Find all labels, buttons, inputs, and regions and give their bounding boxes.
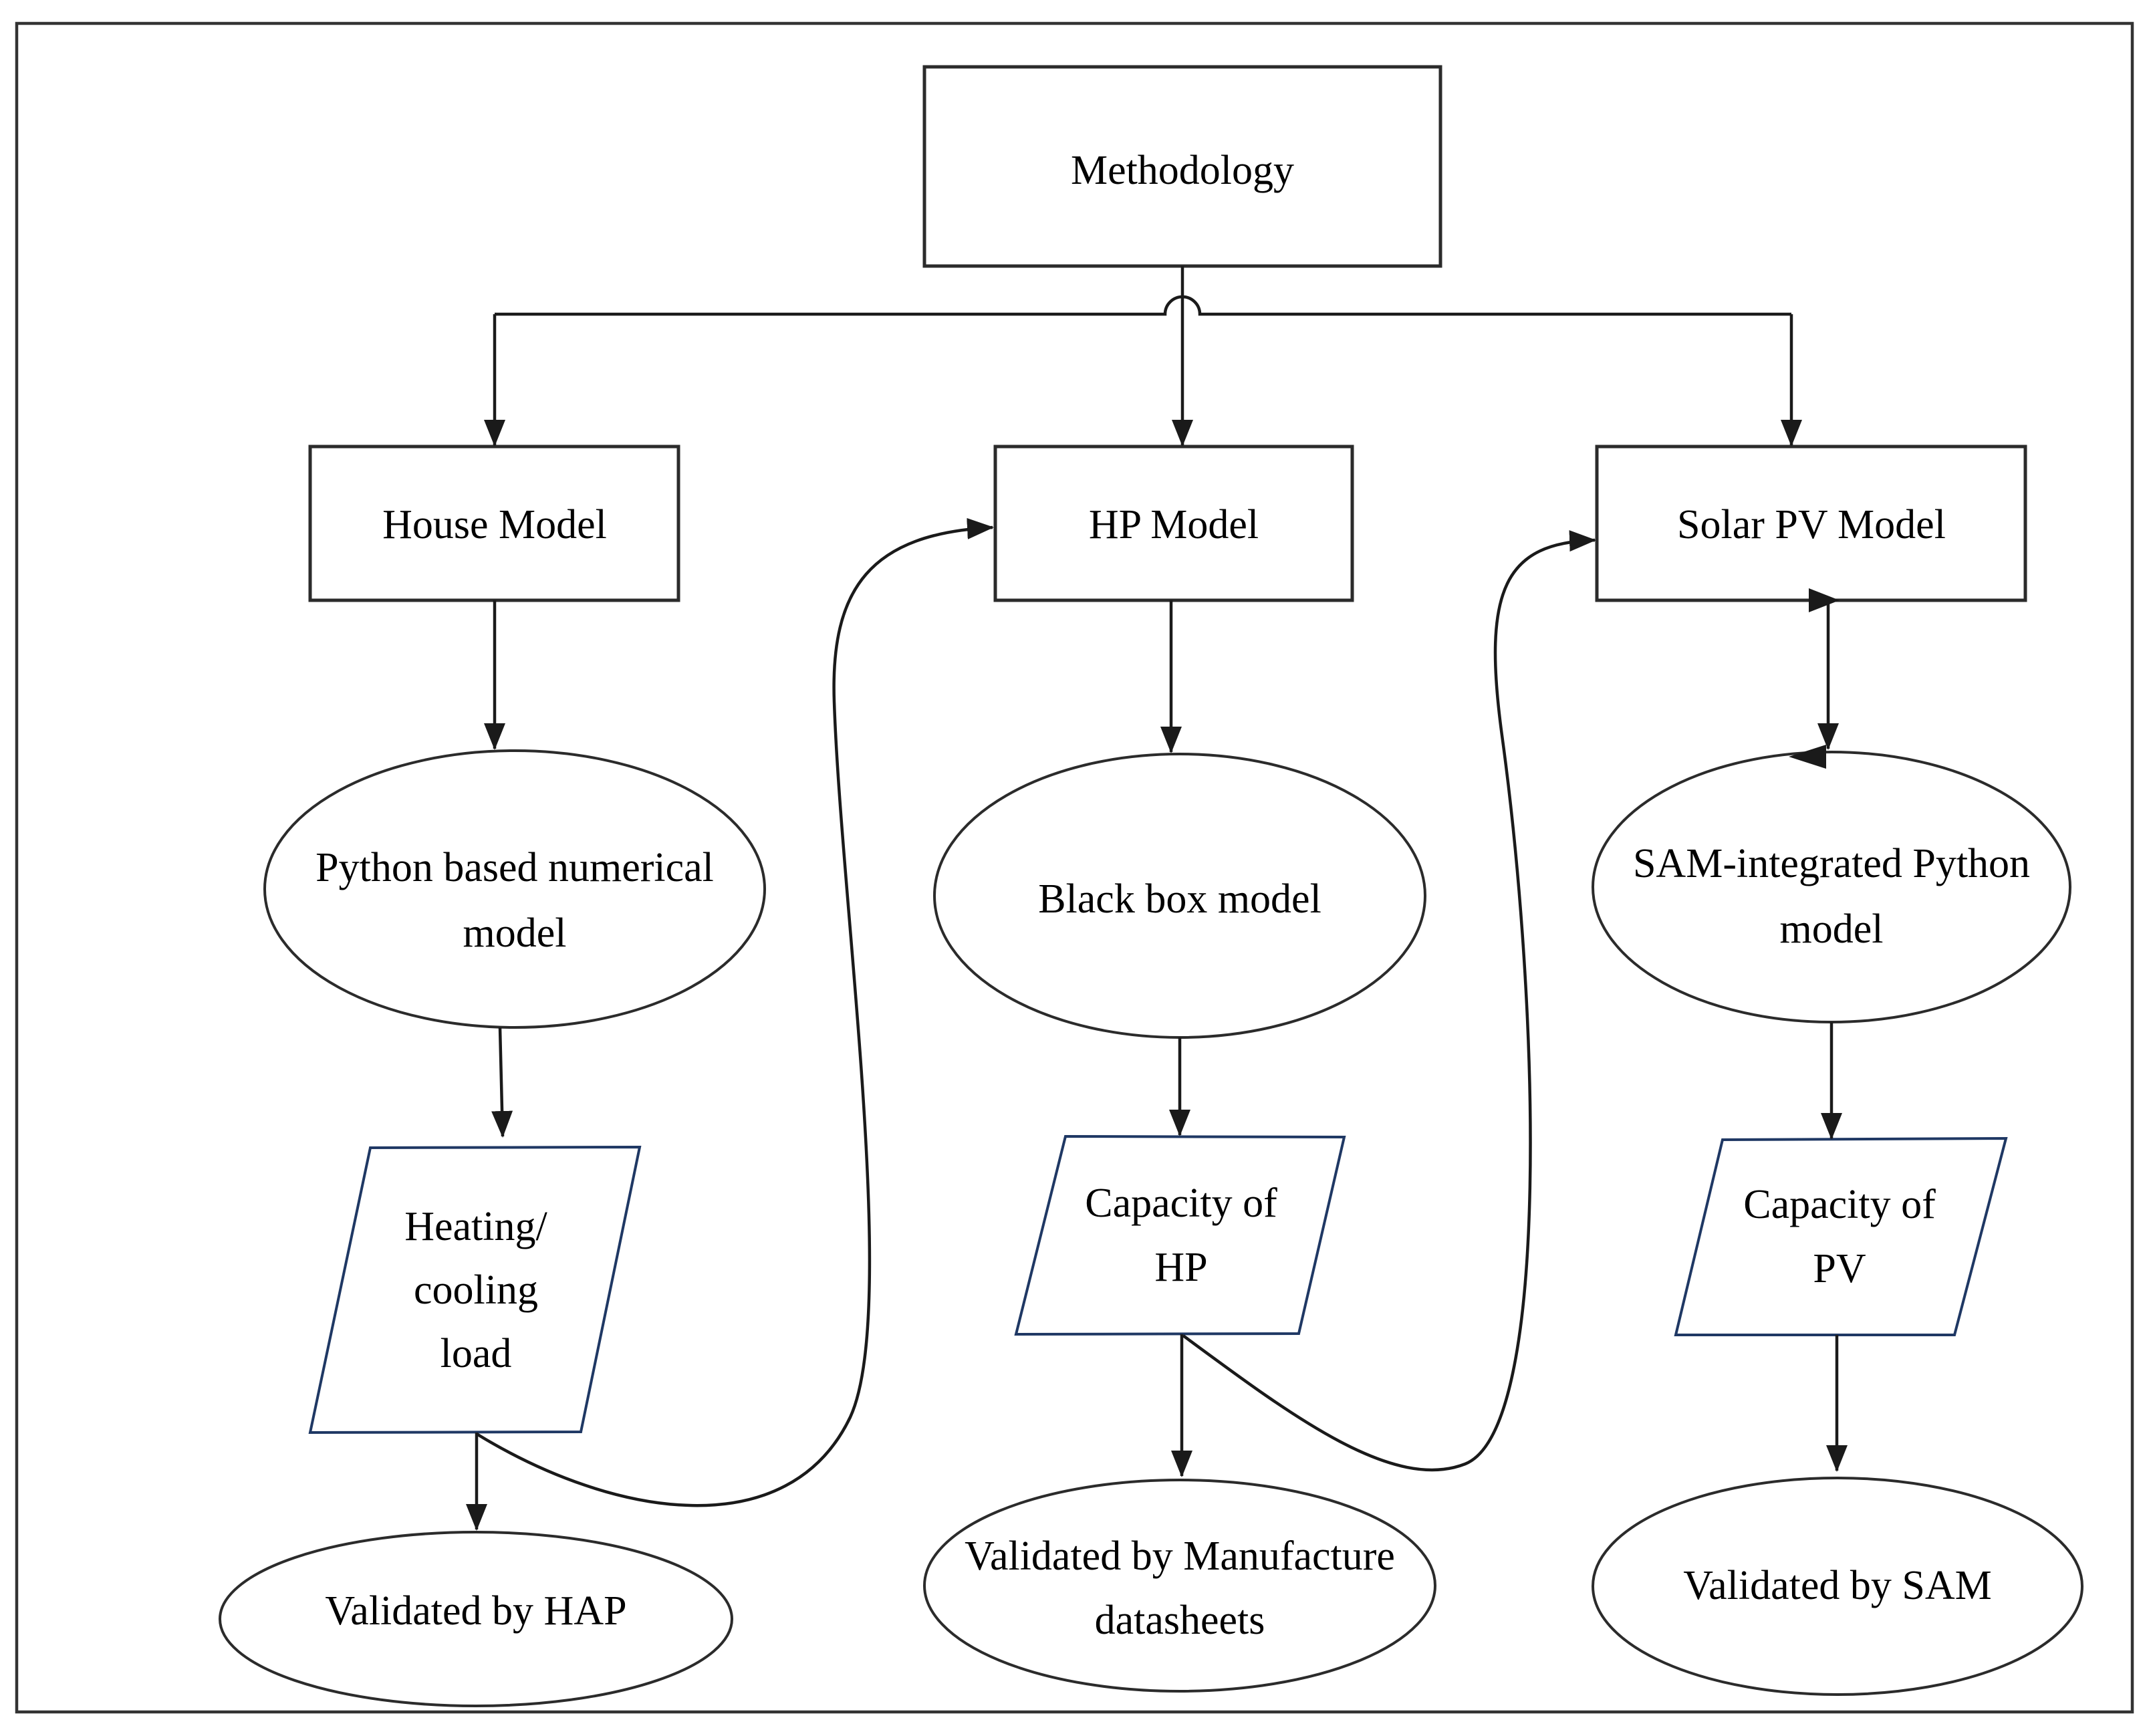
validated-sam-label: Validated by SAM	[1683, 1563, 1992, 1608]
curve-capacityhp-to-solar-model	[1182, 530, 1596, 1472]
validated-manufacture-line1: Validated by Manufacture	[965, 1533, 1395, 1579]
hp-model-box	[993, 445, 1354, 602]
sam-integrated-ellipse	[1592, 751, 2071, 1023]
capacity-hp-line2: HP	[1154, 1245, 1207, 1290]
heating-cooling-parallelogram	[308, 1145, 642, 1435]
house-model-box	[308, 445, 680, 602]
curve-load-to-hp-model	[475, 517, 994, 1507]
solar-pv-model-label: Solar PV Model	[1677, 502, 1946, 547]
node-python-numerical-model: Python based numerical model	[263, 749, 766, 1029]
capacity-pv-line1: Capacity of	[1743, 1182, 1936, 1227]
node-validated-by-hap: Validated by HAP	[219, 1531, 733, 1707]
validated-hap-ellipse	[219, 1531, 733, 1707]
validated-manufacture-line2: datasheets	[1095, 1598, 1265, 1643]
branch-line	[495, 295, 1791, 316]
heating-cooling-line1: Heating/	[404, 1204, 547, 1249]
connector-python-to-load	[491, 1027, 513, 1138]
stray-right-arrowhead-icon	[1809, 588, 1840, 612]
solar-pv-model-box	[1595, 445, 2027, 602]
node-hp-model: HP Model	[993, 445, 1354, 602]
python-numerical-line2: model	[463, 910, 567, 956]
methodology-label: Methodology	[1071, 148, 1294, 193]
node-methodology: Methodology	[922, 65, 1442, 268]
node-sam-integrated-model: SAM-integrated Python model	[1592, 751, 2071, 1023]
node-capacity-of-hp: Capacity of HP	[1014, 1134, 1346, 1336]
black-box-label: Black box model	[1038, 876, 1321, 922]
capacity-pv-parallelogram	[1674, 1136, 2008, 1336]
capacity-pv-line2: PV	[1813, 1246, 1866, 1291]
python-numerical-ellipse	[263, 749, 766, 1029]
node-capacity-of-pv: Capacity of PV	[1674, 1136, 2008, 1336]
hp-model-label: HP Model	[1089, 502, 1259, 547]
node-black-box-model: Black box model	[933, 753, 1426, 1039]
sam-integrated-line2: model	[1780, 906, 1884, 952]
validated-hap-label: Validated by HAP	[325, 1588, 626, 1634]
outer-border	[15, 21, 2134, 1714]
node-house-model: House Model	[308, 445, 680, 602]
node-validated-by-manufacture: Validated by Manufacture datasheets	[923, 1479, 1436, 1693]
validated-manufacture-ellipse	[923, 1479, 1436, 1693]
validated-sam-ellipse	[1592, 1477, 2083, 1696]
heating-cooling-line2: cooling	[414, 1267, 538, 1313]
python-numerical-line1: Python based numerical	[315, 845, 714, 890]
house-model-label: House Model	[382, 502, 607, 547]
sam-integrated-line1: SAM-integrated Python	[1633, 841, 2030, 886]
node-validated-by-sam: Validated by SAM	[1592, 1477, 2083, 1696]
heating-cooling-line3: load	[440, 1331, 512, 1376]
capacity-hp-parallelogram	[1014, 1134, 1346, 1336]
node-solar-pv-model: Solar PV Model	[1595, 445, 2027, 602]
node-heating-cooling-load: Heating/ cooling load	[308, 1145, 642, 1435]
stray-left-arrowhead-icon	[1789, 745, 1826, 769]
capacity-hp-line1: Capacity of	[1085, 1181, 1277, 1226]
